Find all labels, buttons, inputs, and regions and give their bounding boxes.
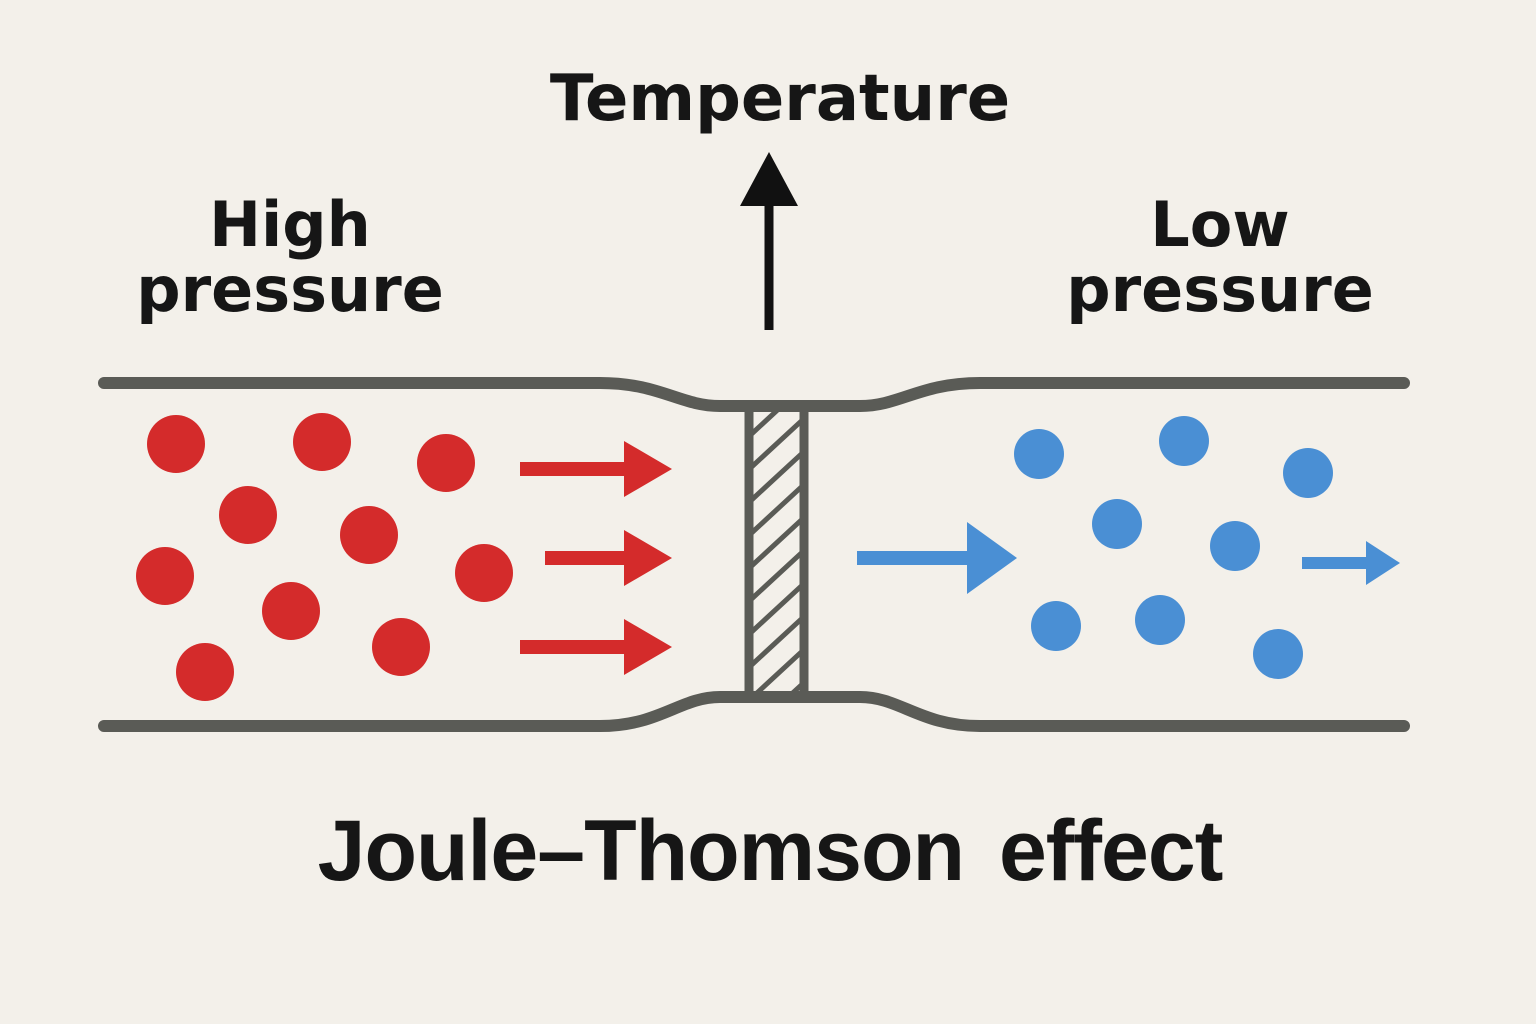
- hot-molecule: [372, 618, 430, 676]
- low-pressure-molecules: [1014, 416, 1333, 679]
- low-pressure-label: Low pressure: [1040, 192, 1400, 322]
- cold-molecule: [1092, 499, 1142, 549]
- plug-hatch-line: [745, 710, 810, 770]
- flow-arrows: [520, 441, 1400, 675]
- low-pressure-label-line1: Low: [1150, 188, 1290, 261]
- high-pressure-molecules: [136, 413, 513, 701]
- hot-molecule: [293, 413, 351, 471]
- plug-hatch-line: [752, 583, 800, 635]
- plug-hatch-line: [752, 410, 782, 437]
- cold-molecule: [1159, 416, 1209, 466]
- pipe-bottom-wall: [98, 691, 1410, 732]
- high-pressure-label-line1: High: [209, 188, 371, 261]
- temperature-up-arrow-icon: [740, 152, 798, 330]
- plug-hatch-line: [790, 682, 800, 692]
- plug-hatch-line: [752, 418, 800, 470]
- high-pressure-label-line2: pressure: [136, 253, 444, 327]
- flow-arrow-icon: [545, 530, 672, 586]
- cold-molecule: [1031, 601, 1081, 651]
- hot-molecule: [176, 643, 234, 701]
- hot-molecule: [417, 434, 475, 492]
- hot-molecule: [219, 486, 277, 544]
- hot-molecule: [136, 547, 194, 605]
- plug-hatch-line: [752, 484, 800, 536]
- plug-hatch-line: [754, 649, 800, 692]
- flow-arrow-icon: [520, 441, 672, 497]
- flow-arrow-icon: [857, 522, 1017, 594]
- temperature-arrow-head: [740, 152, 798, 206]
- plug-hatch-line: [752, 616, 800, 668]
- hot-molecule: [340, 506, 398, 564]
- porous-plug: [744, 406, 810, 770]
- hot-molecule: [147, 415, 205, 473]
- cold-molecule: [1014, 429, 1064, 479]
- cold-molecule: [1283, 448, 1333, 498]
- diagram-title: Joule–Thomson effect: [317, 803, 1224, 899]
- pipe-top-wall: [98, 377, 1410, 412]
- cold-molecule: [1135, 595, 1185, 645]
- plug-hatch-line: [752, 451, 800, 503]
- cold-molecule: [1210, 521, 1260, 571]
- temperature-label: Temperature: [549, 62, 1011, 136]
- hot-molecule: [262, 582, 320, 640]
- high-pressure-label: High pressure: [120, 192, 460, 322]
- hot-molecule: [455, 544, 513, 602]
- cold-molecule: [1253, 629, 1303, 679]
- plug-hatch-line: [752, 550, 800, 602]
- plug-hatch-line: [752, 517, 800, 569]
- flow-arrow-icon: [1302, 541, 1400, 585]
- flow-arrow-icon: [520, 619, 672, 675]
- low-pressure-label-line2: pressure: [1066, 253, 1374, 327]
